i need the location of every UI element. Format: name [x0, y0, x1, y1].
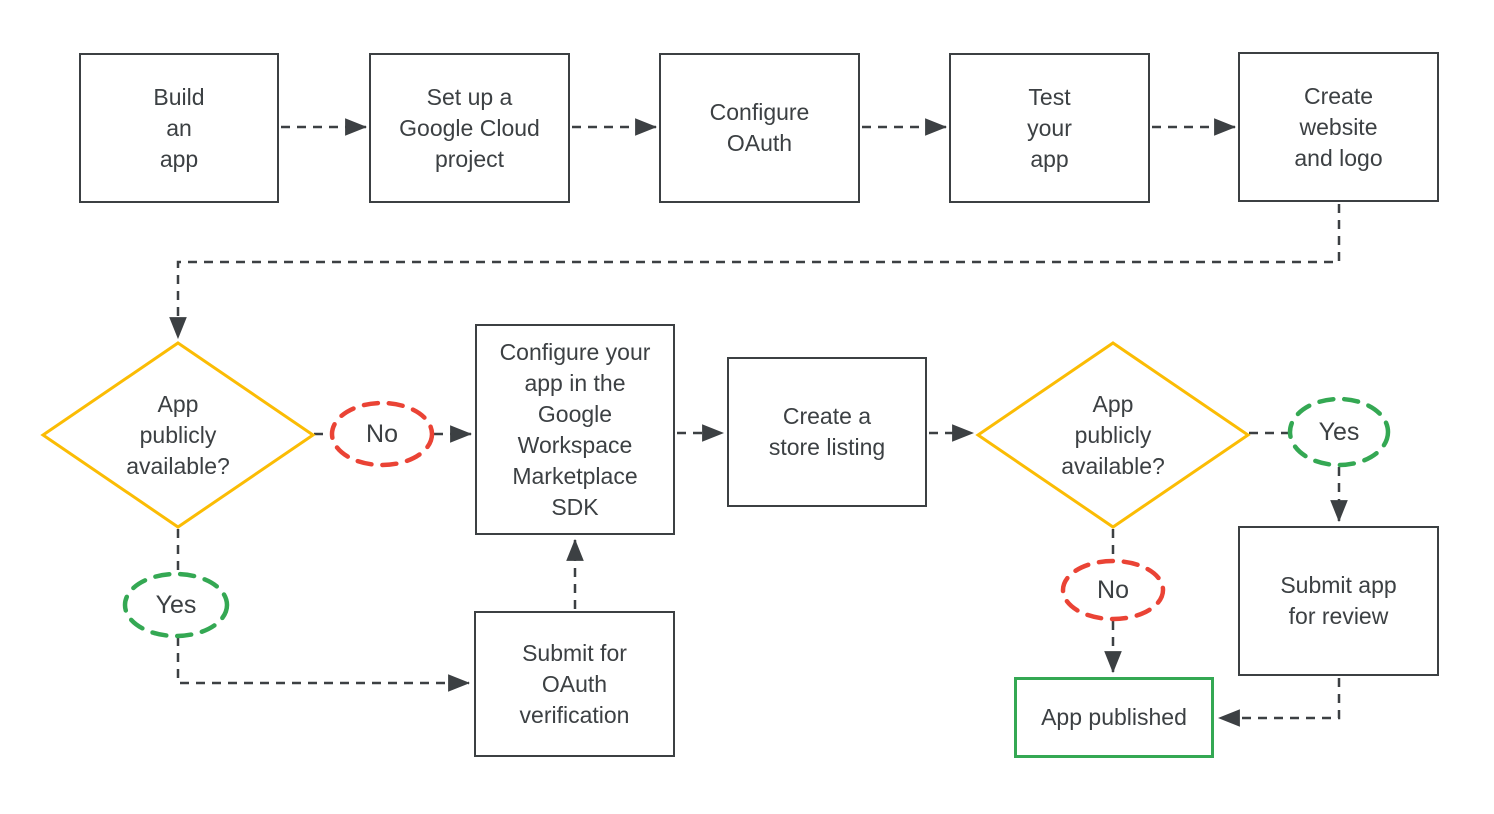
connector-submit-review-to-app-published	[1217, 678, 1341, 727]
connector-yes-to-submit-oauth	[176, 637, 471, 692]
process-configure-sdk-label: Configure your app in the Google Workspa…	[499, 338, 651, 520]
process-create-website-label: Create website and logo	[1294, 82, 1383, 171]
no-pill-left	[329, 400, 435, 468]
process-configure-oauth-label: Configure OAuth	[709, 99, 810, 156]
no-pill-right	[1060, 558, 1166, 622]
terminal-app-published-label: App published	[1041, 704, 1187, 730]
process-setup-gcp-label: Set up a Google Cloud project	[399, 83, 540, 172]
process-store-listing-label: Create a store listing	[768, 403, 886, 460]
process-submit-oauth: Submit for OAuth verification	[474, 611, 675, 757]
process-submit-review-label: Submit app for review	[1280, 572, 1397, 629]
process-store-listing: Create a store listing	[727, 357, 927, 507]
decision-diamond-left	[40, 341, 316, 529]
process-setup-gcp: Set up a Google Cloud project	[369, 53, 570, 203]
process-test-app: Test your app	[949, 53, 1150, 203]
process-configure-oauth: Configure OAuth	[659, 53, 860, 203]
decision-diamond-right	[975, 341, 1251, 529]
terminal-app-published: App published	[1014, 677, 1214, 758]
connector-website-to-decision-left	[169, 204, 1341, 340]
process-configure-sdk: Configure your app in the Google Workspa…	[475, 324, 675, 535]
yes-pill-right	[1287, 396, 1391, 468]
process-build-app-label: Build an app	[153, 83, 205, 172]
yes-pill-left	[122, 571, 230, 639]
process-build-app: Build an app	[79, 53, 279, 203]
process-submit-review: Submit app for review	[1238, 526, 1439, 676]
process-create-website: Create website and logo	[1238, 52, 1439, 202]
process-submit-oauth-label: Submit for OAuth verification	[519, 639, 630, 728]
process-test-app-label: Test your app	[1027, 83, 1072, 172]
